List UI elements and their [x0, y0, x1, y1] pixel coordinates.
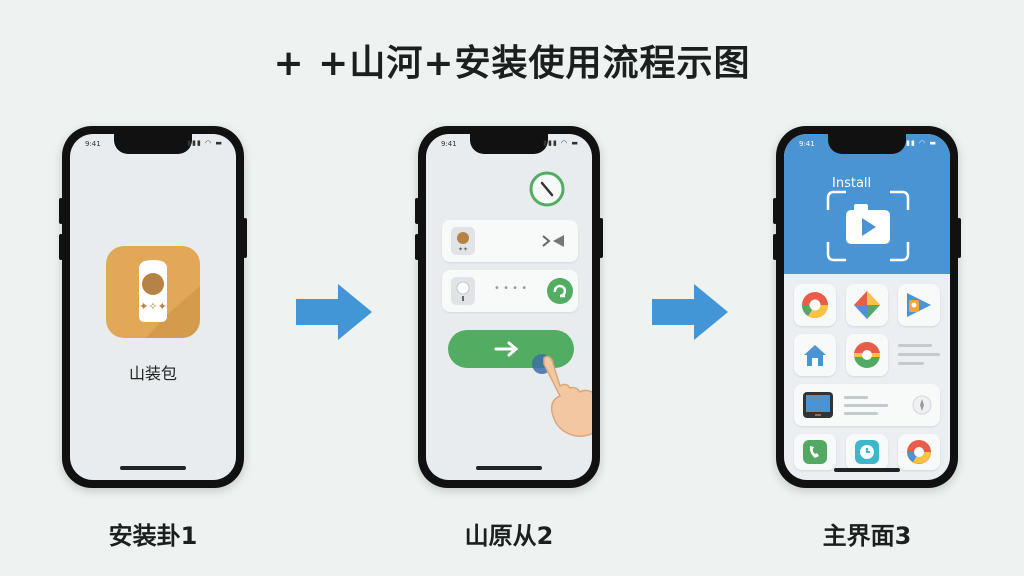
- phone-step-1: 9:41 ▮▮▮ ◠ ▬ ✦✧✦ 山装包: [59, 126, 247, 488]
- step-1-caption: 安装卦1: [108, 522, 198, 550]
- home-indicator: [834, 468, 900, 472]
- status-time: 9:41: [799, 140, 815, 148]
- svg-text:✦✦: ✦✦: [458, 246, 468, 253]
- transfer-card[interactable]: • • • •: [442, 270, 578, 312]
- app-tile-phone[interactable]: [794, 434, 836, 470]
- progress-dots: • • • •: [494, 283, 528, 294]
- ads-icon: [907, 293, 931, 317]
- home-indicator: [476, 466, 542, 470]
- arrow-right-icon: [652, 284, 728, 340]
- status-time: 9:41: [85, 140, 101, 148]
- svg-text:✦✧✦: ✦✧✦: [139, 300, 167, 313]
- diagram-title: + +山河+安装使用流程示图: [273, 43, 751, 84]
- package-icon: ✦✦: [451, 227, 475, 255]
- home-indicator: [120, 466, 186, 470]
- arrow-right-icon: [494, 341, 519, 357]
- app-tile-ads[interactable]: [898, 284, 940, 326]
- installer-app-icon[interactable]: ✦✧✦: [106, 246, 200, 338]
- browser-icon: [907, 440, 931, 464]
- photos-icon: [854, 342, 880, 368]
- phone-step-3: 9:41 ▮▮▮ ◠ ▬ Install: [773, 126, 961, 488]
- phone-3-screen: 9:41 ▮▮▮ ◠ ▬ Install: [784, 134, 950, 480]
- play-store-icon: [854, 291, 880, 319]
- app-tile-clock[interactable]: [846, 434, 888, 470]
- status-icons: ▮▮▮ ◠ ▬: [901, 139, 937, 147]
- install-header: 9:41 ▮▮▮ ◠ ▬ Install: [784, 134, 950, 274]
- app-tile-play[interactable]: [846, 284, 888, 326]
- phone-step-2: 9:41 ▮▮▮ ◠ ▬ ✦✦ • • • •: [415, 126, 603, 488]
- phone-2-screen: 9:41 ▮▮▮ ◠ ▬ ✦✦ • • • •: [426, 134, 592, 480]
- home-icon: [804, 345, 826, 366]
- app-tile-browser[interactable]: [898, 434, 940, 470]
- app-label: 山装包: [128, 364, 177, 383]
- install-target-icon: [547, 278, 573, 304]
- phone-call-icon: [803, 440, 827, 464]
- compass-icon: [912, 395, 932, 415]
- phone-1-screen: 9:41 ▮▮▮ ◠ ▬ ✦✧✦ 山装包: [70, 134, 236, 480]
- step-3-caption: 主界面3: [822, 522, 912, 550]
- pointing-hand-icon: [532, 354, 592, 437]
- text-placeholder-lines: [898, 340, 944, 370]
- status-icons: ▮▮▮ ◠ ▬: [543, 139, 579, 147]
- header-text: Install: [832, 176, 872, 191]
- arrow-right-icon: [296, 284, 372, 340]
- share-icon: [542, 235, 564, 247]
- device-icon: [451, 277, 475, 305]
- clock-icon: [855, 440, 879, 464]
- tablet-icon: [803, 392, 833, 418]
- app-tile-chrome[interactable]: [794, 284, 836, 326]
- package-card[interactable]: ✦✦: [442, 220, 578, 262]
- app-list-row[interactable]: [794, 384, 940, 426]
- app-tile-photos[interactable]: [846, 334, 888, 376]
- status-icons: ▮▮▮ ◠ ▬: [187, 139, 223, 147]
- camera-scan-icon: [826, 190, 910, 262]
- loading-timer-icon: [529, 171, 565, 207]
- app-tile-home[interactable]: [794, 334, 836, 376]
- chrome-icon: [801, 292, 829, 319]
- step-2-caption: 山原从2: [464, 522, 554, 550]
- status-time: 9:41: [441, 140, 457, 148]
